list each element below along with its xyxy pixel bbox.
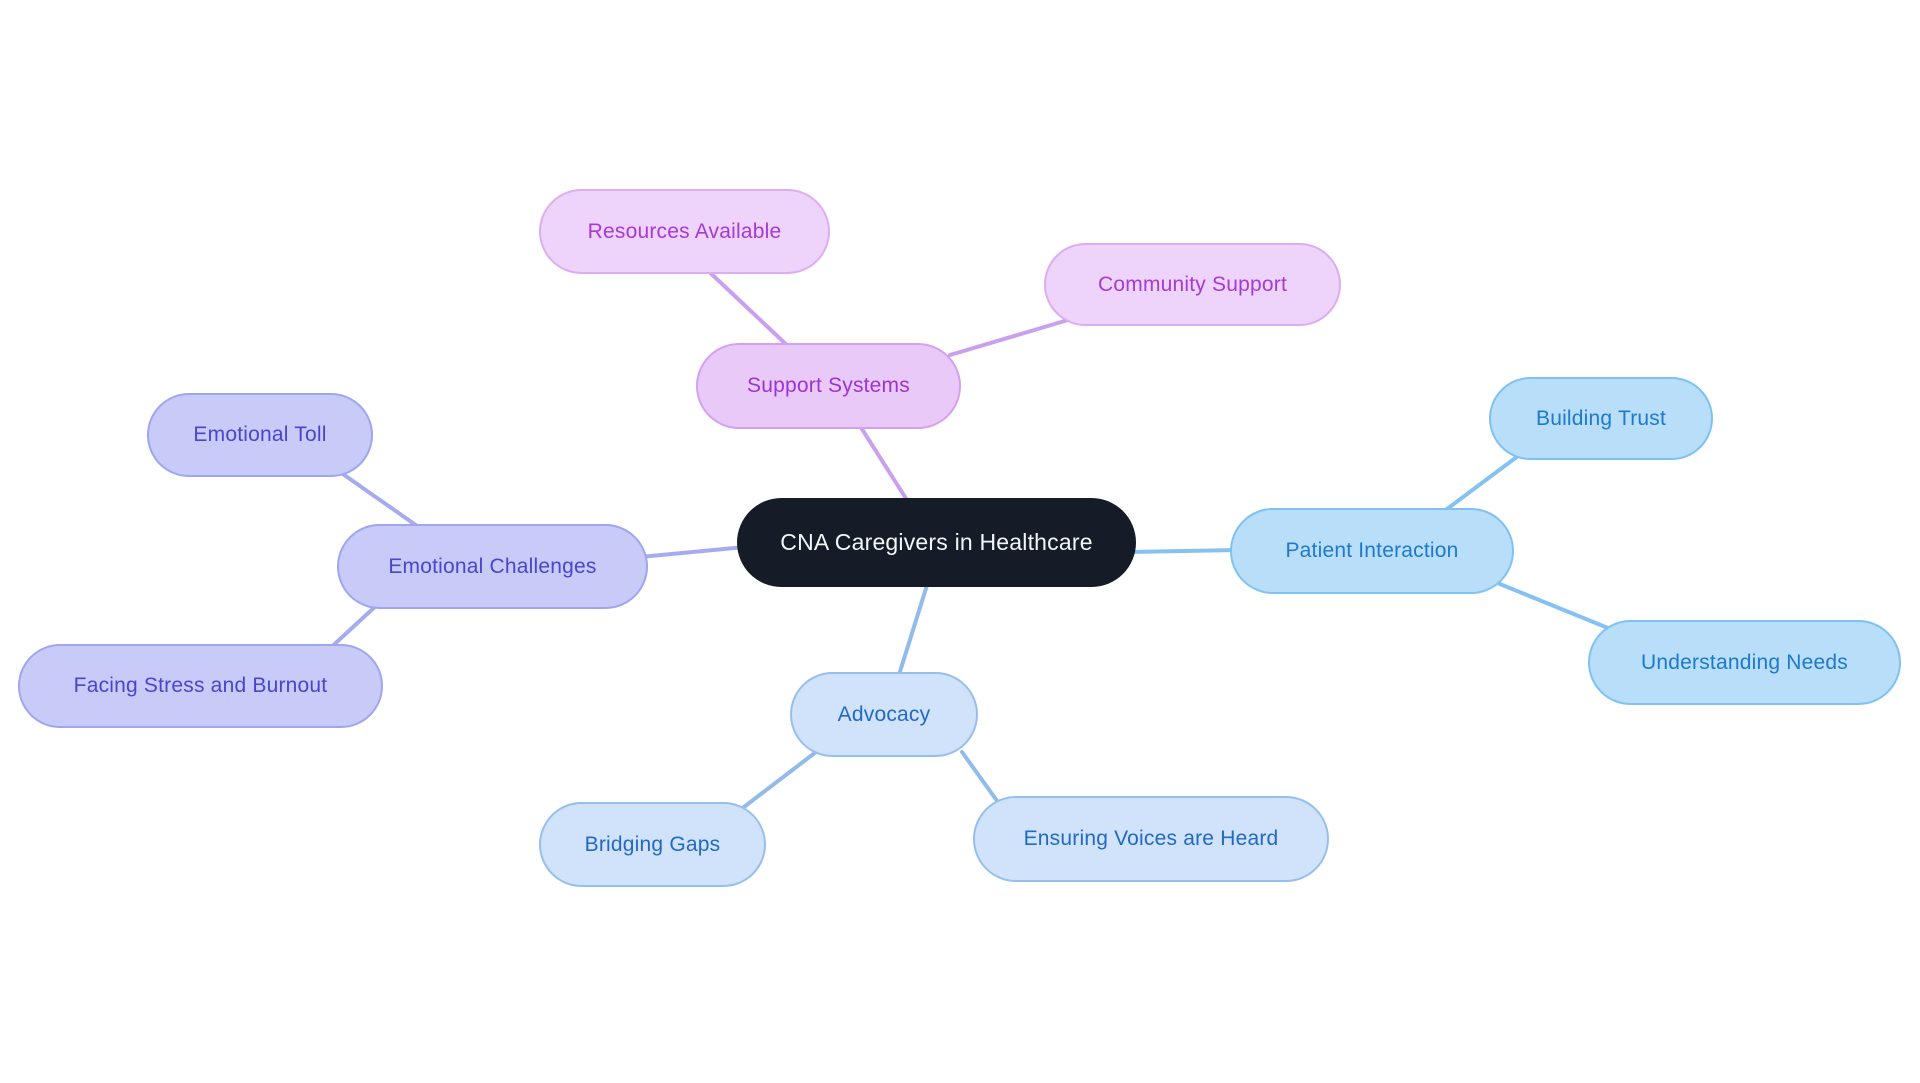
node-support-systems-label: Support Systems bbox=[747, 374, 910, 397]
edge-emotional-emotional-toll bbox=[338, 470, 422, 530]
node-facing-stress-and-burnout-label: Facing Stress and Burnout bbox=[73, 674, 328, 697]
edge-advocacy-bridging-gaps bbox=[738, 750, 818, 812]
node-ensuring-voices-are-heard-label: Ensuring Voices are Heard bbox=[1023, 827, 1279, 850]
node-community-support-label: Community Support bbox=[1098, 272, 1287, 296]
node-resources-available[interactable]: Resources Available bbox=[539, 189, 830, 274]
node-support-systems[interactable]: Support Systems bbox=[696, 343, 961, 429]
edge-center-patient-interaction bbox=[1126, 548, 1240, 554]
node-emotional-toll[interactable]: Emotional Toll bbox=[147, 393, 373, 477]
node-building-trust-label: Building Trust bbox=[1535, 406, 1667, 430]
node-ensuring-voices-are-heard[interactable]: Ensuring Voices are Heard bbox=[973, 796, 1329, 882]
node-building-trust[interactable]: Building Trust bbox=[1489, 377, 1713, 460]
edge-support-resources-available bbox=[701, 264, 792, 350]
edge-advocacy-ensuring-voices bbox=[960, 750, 1002, 807]
node-advocacy[interactable]: Advocacy bbox=[790, 672, 978, 757]
node-bridging-gaps[interactable]: Bridging Gaps bbox=[539, 802, 766, 887]
edge-center-support-systems bbox=[853, 416, 914, 510]
node-advocacy-label: Advocacy bbox=[837, 702, 931, 726]
edge-support-community-support bbox=[948, 318, 1070, 357]
edge-center-emotional-challenges bbox=[638, 545, 747, 559]
node-resources-available-label: Resources Available bbox=[587, 219, 782, 243]
node-bridging-gaps-label: Bridging Gaps bbox=[584, 832, 721, 856]
node-community-support[interactable]: Community Support bbox=[1044, 243, 1341, 326]
edge-patient-building-trust bbox=[1441, 451, 1524, 514]
node-patient-interaction-label: Patient Interaction bbox=[1285, 539, 1459, 562]
node-facing-stress-and-burnout[interactable]: Facing Stress and Burnout bbox=[18, 644, 383, 728]
node-patient-interaction[interactable]: Patient Interaction bbox=[1230, 508, 1514, 594]
node-emotional-toll-label: Emotional Toll bbox=[193, 423, 327, 446]
node-emotional-challenges[interactable]: Emotional Challenges bbox=[337, 524, 648, 609]
node-center-label: CNA Caregivers in Healthcare bbox=[780, 529, 1093, 555]
node-understanding-needs[interactable]: Understanding Needs bbox=[1588, 620, 1901, 705]
edge-center-advocacy bbox=[896, 580, 930, 680]
node-emotional-challenges-label: Emotional Challenges bbox=[388, 554, 597, 578]
node-center-cna-caregivers[interactable]: CNA Caregivers in Healthcare bbox=[737, 498, 1136, 587]
node-understanding-needs-label: Understanding Needs bbox=[1641, 650, 1848, 674]
